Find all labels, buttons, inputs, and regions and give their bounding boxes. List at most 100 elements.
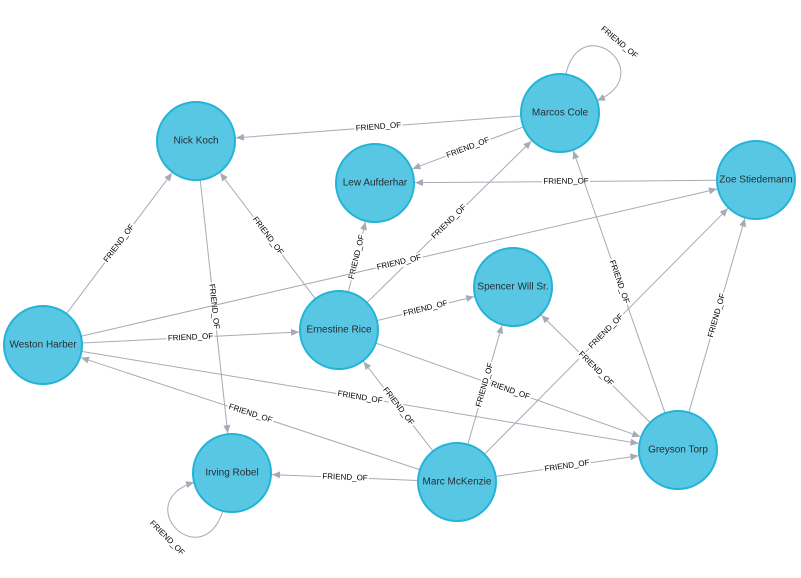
edge-arrowhead [541,315,550,324]
edge-marcos-to-lew[interactable]: FRIEND_OF [412,126,524,170]
edge-arrowhead [739,218,747,228]
node-circle [335,143,415,223]
node-label: Nick Koch [173,136,218,147]
edge-arrowhead [631,430,641,438]
edge-greyson-to-spencer[interactable]: FRIEND_OF [541,314,651,423]
edge-arrowhead [80,356,90,364]
edge-arrowhead [629,453,639,461]
edge-label-background [100,221,138,266]
edge-arrowhead [220,172,228,182]
edges-layer: FRIEND_OFFRIEND_OFFRIEND_OFFRIEND_OFFRIE… [66,23,747,559]
edge-label-background [379,384,418,429]
edge-arrowhead [596,94,606,101]
edge-arrowhead [235,133,245,141]
node-circle [716,140,796,220]
edge-zoe-to-lew[interactable]: FRIEND_OF [414,176,718,187]
edge-label: FRIEND_OF [376,253,422,272]
edge-label: FRIEND_OF [599,24,640,60]
edge-label-background [428,201,470,243]
edge-marcos-to-nick[interactable]: FRIEND_OF [235,115,522,141]
edge-arrowhead [630,438,639,446]
edge-label-background [335,388,385,407]
edge-arrowhead [572,150,580,160]
node-marcos[interactable]: Marcos Cole [520,73,600,153]
node-circle [3,305,83,385]
edge-line [167,481,224,538]
node-label: Marc McKenzie [423,477,492,488]
edge-arrowhead [412,162,422,170]
edge-label-background [606,257,632,307]
edge-label-background [597,23,641,62]
edge-label-background [575,348,617,390]
node-irving[interactable]: Irving Robel [192,433,272,513]
node-label: Zoe Stiedemann [719,175,792,186]
node-label: Greyson Torp [648,445,708,456]
node-label: Spencer Will Sr. [477,282,548,293]
edge-arrowhead [164,173,172,182]
edge-nick-to-irving[interactable]: FRIEND_OF [199,179,231,434]
node-circle [520,73,600,153]
edge-weston-to-nick[interactable]: FRIEND_OF [66,172,173,315]
edge-ernestine-to-lew[interactable]: FRIEND_OF [346,221,368,293]
edge-arrowhead [465,295,475,302]
node-zoe[interactable]: Zoe Stiedemann [716,140,796,220]
edge-label: FRIEND_OF [402,298,448,318]
edge-label: FRIEND_OF [587,312,625,351]
edge-marc-to-irving[interactable]: FRIEND_OF [271,471,419,484]
node-circle [192,433,272,513]
edge-marc-to-greyson[interactable]: FRIEND_OF [495,453,639,477]
edge-greyson-to-zoe[interactable]: FRIEND_OF [688,218,747,413]
edge-label-background [483,377,533,403]
edge-weston-to-greyson[interactable]: FRIEND_OF [81,350,639,446]
edge-arrowhead [360,221,367,231]
node-circle [417,442,497,522]
edge-label: FRIEND_OF [102,222,136,264]
edge-label: FRIEND_OF [337,389,383,405]
node-circle [299,290,379,370]
node-circle [156,101,236,181]
edge-ernestine-to-spencer[interactable]: FRIEND_OF [376,295,475,322]
node-greyson[interactable]: Greyson Torp [638,410,718,490]
edge-label-background [320,471,370,484]
edge-label-background [374,252,424,273]
edge-label: FRIEND_OF [445,135,491,160]
edge-label-background [249,213,287,259]
edge-label: FRIEND_OF [168,331,214,342]
edge-label: FRIEND_OF [430,202,469,240]
edge-label-background [541,176,591,187]
edge-ernestine-to-nick[interactable]: FRIEND_OF [219,172,316,300]
node-label: Marcos Cole [532,108,589,119]
node-nick[interactable]: Nick Koch [156,101,236,181]
edge-label-background [585,310,627,352]
node-spencer[interactable]: Spencer Will Sr. [473,247,553,327]
edge-marc-to-ernestine[interactable]: FRIEND_OF [363,361,434,452]
edge-arrowhead [496,325,504,335]
edge-label-background [542,457,592,475]
edge-label-background [346,232,368,282]
node-marc[interactable]: Marc McKenzie [417,442,497,522]
node-label: Ernestine Rice [306,325,371,336]
node-circle [638,410,718,490]
edge-label-background [146,517,188,559]
edge-label-background [473,360,497,410]
edge-weston-to-ernestine[interactable]: FRIEND_OF [81,328,300,344]
edge-arrowhead [185,481,195,488]
node-ernestine[interactable]: Ernestine Rice [299,290,379,370]
edge-label: FRIEND_OF [356,120,402,132]
edge-label: FRIEND_OF [706,292,727,338]
node-label: Irving Robel [205,468,258,479]
edge-label: FRIEND_OF [577,349,616,387]
edge-label: FRIEND_OF [148,519,187,558]
node-label: Lew Aufderhar [343,178,408,189]
edge-greyson-to-marcos[interactable]: FRIEND_OF [572,150,666,414]
edge-label-background [443,134,493,162]
node-lew[interactable]: Lew Aufderhar [335,143,415,223]
edge-label-background [206,282,222,331]
edge-label-background [354,120,403,134]
edge-label: FRIEND_OF [322,472,368,483]
edge-arrowhead [719,208,728,217]
edge-arrowhead [708,187,718,195]
node-weston[interactable]: Weston Harber [3,305,83,385]
